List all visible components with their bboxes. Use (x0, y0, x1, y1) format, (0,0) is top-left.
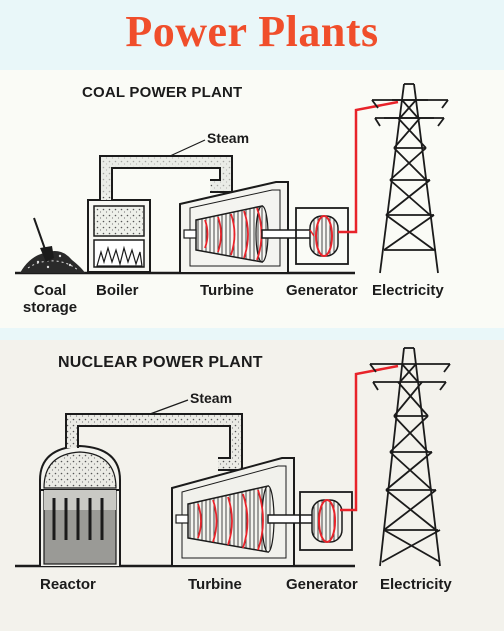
nuclear-steam-label: Steam (190, 390, 233, 406)
coal-plant-diagram (15, 83, 449, 275)
coal-turbine-label: Turbine (200, 282, 254, 299)
flame-icon (96, 245, 143, 267)
boiler (87, 199, 151, 273)
nuclear-electricity-label: Electricity (380, 576, 452, 593)
turbine (179, 181, 289, 274)
turbine-shaft (267, 514, 315, 524)
page-title: Power Plants (125, 7, 379, 56)
reactor-label: Reactor (40, 576, 96, 593)
coal-heading: COAL POWER PLANT (82, 84, 243, 101)
coal-pile (20, 251, 85, 273)
coal-storage-label: Coal storage (22, 282, 78, 316)
turbine-shaft (261, 229, 313, 239)
steam-pipe (99, 155, 233, 200)
transmission-tower-icon (369, 347, 451, 567)
reactor (39, 444, 121, 566)
transmission-tower-icon (371, 83, 449, 274)
coal-generator-label: Generator (286, 282, 358, 299)
electricity-wire (340, 364, 399, 512)
coal-power-plant-panel: COAL POWER PLANT Steam Coal storage Boil… (0, 70, 504, 328)
generator (299, 491, 353, 551)
boiler-label: Boiler (96, 282, 139, 299)
shovel-icon (33, 217, 54, 262)
nuclear-heading: NUCLEAR POWER PLANT (58, 354, 263, 371)
generator (295, 207, 349, 265)
nuclear-plant-diagram (15, 347, 451, 568)
nuclear-generator-label: Generator (286, 576, 358, 593)
coal-steam-label: Steam (207, 130, 250, 146)
turbine (171, 457, 295, 567)
nuclear-power-plant-panel: NUCLEAR POWER PLANT Steam Reactor Turbin… (0, 340, 504, 631)
coal-electricity-label: Electricity (372, 282, 444, 299)
nuclear-turbine-label: Turbine (188, 576, 242, 593)
